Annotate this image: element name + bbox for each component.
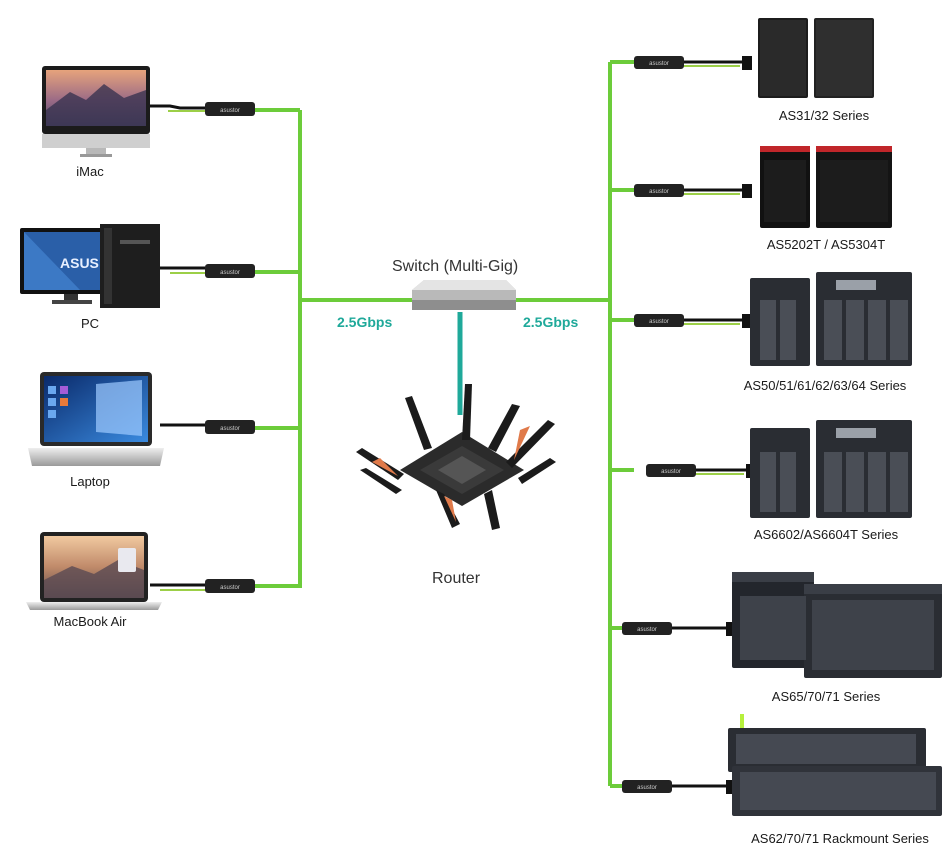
- laptop-icon: [28, 372, 164, 466]
- router-label: Router: [432, 570, 481, 587]
- usb-adapter: asustor: [622, 780, 736, 794]
- nas-label-as65: AS65/70/71 Series: [771, 689, 881, 704]
- nas-label-as5202t: AS5202T / AS5304T: [766, 237, 886, 252]
- nas-rackmount-icon: [728, 714, 942, 816]
- svg-text:asustor: asustor: [220, 270, 240, 276]
- svg-text:asustor: asustor: [649, 189, 669, 195]
- usb-adapter: asustor: [634, 184, 752, 198]
- svg-text:asustor: asustor: [649, 319, 669, 325]
- svg-text:asustor: asustor: [661, 469, 681, 475]
- right-link-lines: [515, 60, 634, 788]
- svg-text:asustor: asustor: [637, 627, 657, 633]
- svg-text:asustor: asustor: [649, 61, 669, 67]
- nas-label-as6602: AS6602/AS6604T Series: [753, 527, 899, 542]
- client-label-pc: PC: [80, 316, 100, 331]
- macbook-icon: [26, 532, 162, 610]
- nas-as31-icon: [758, 18, 874, 98]
- svg-text:ASUS: ASUS: [60, 255, 99, 271]
- svg-text:asustor: asustor: [637, 785, 657, 791]
- nas-as6602-icon: [750, 420, 912, 518]
- router-icon: [356, 384, 556, 530]
- usb-adapter: asustor: [622, 622, 736, 636]
- desktop-pc-icon: ASUS: [20, 224, 160, 308]
- usb-adapter: asustor: [646, 464, 756, 478]
- usb-adapter: asustor: [160, 264, 255, 278]
- usb-adapter: asustor: [150, 102, 255, 116]
- svg-text:asustor: asustor: [220, 426, 240, 432]
- svg-text:asustor: asustor: [220, 108, 240, 114]
- client-label-imac: iMac: [76, 164, 104, 179]
- nas-as50-icon: [750, 272, 912, 366]
- imac-icon: [42, 66, 150, 157]
- right-adapters: asustor asustor asustor asustor: [622, 56, 756, 794]
- nas-label-as31: AS31/32 Series: [778, 108, 870, 123]
- usb-adapter: asustor: [634, 314, 752, 328]
- left-speed-label: 2.5Gbps: [337, 314, 393, 330]
- left-link-lines: [252, 108, 412, 588]
- nas-as65-icon: [732, 572, 942, 678]
- client-label-laptop: Laptop: [70, 474, 110, 489]
- usb-adapter: asustor: [634, 56, 752, 70]
- usb-adapter: asustor: [150, 579, 255, 593]
- nas-as5202t-icon: [760, 146, 892, 228]
- client-label-macbook: MacBook Air: [53, 614, 127, 629]
- left-adapters: asustor asustor asustor asustor: [150, 102, 255, 593]
- right-speed-label: 2.5Gbps: [523, 314, 579, 330]
- svg-text:asustor: asustor: [220, 585, 240, 591]
- usb-adapter: asustor: [160, 420, 255, 434]
- switch-label: Switch (Multi-Gig): [392, 258, 519, 275]
- nas-label-as50: AS50/51/61/62/63/64 Series: [743, 378, 907, 393]
- switch-icon: [412, 280, 516, 310]
- nas-label-rackmount: AS62/70/71 Rackmount Series: [751, 831, 929, 846]
